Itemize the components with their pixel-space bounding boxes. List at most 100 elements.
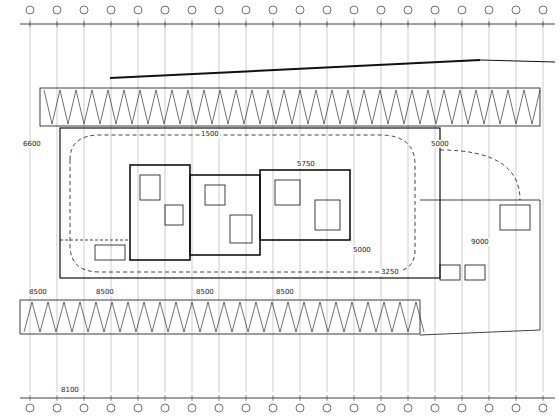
axis-bubble [80,404,88,412]
stall-line [360,302,368,332]
dimension-text: 1500 [200,130,220,138]
stall-line [416,302,424,332]
axis-bubble [323,404,331,412]
axis-bubble [377,404,385,412]
axis-line [246,18,247,392]
stall-line [524,90,532,124]
stall-line [48,302,56,332]
axis-bubble [26,404,34,412]
wall-line [60,240,130,241]
axis-bubble [458,404,466,412]
stair [230,215,252,243]
stall-line [264,302,272,332]
stall-line [280,302,288,332]
stall-line [388,90,396,124]
stall-line [40,302,48,332]
stall-line [116,90,124,124]
stall-line [356,90,364,124]
stall-line [124,90,132,124]
stall-line [44,90,52,124]
stall-line [268,90,276,124]
stall-line [208,302,216,332]
stall-line [188,90,196,124]
stall-line [180,90,188,124]
stall-line [516,90,524,124]
dimension-text: 8500 [95,288,115,296]
stall-line [220,90,228,124]
stall-line [492,90,500,124]
stall-line [168,302,176,332]
stall-line [400,302,408,332]
axis-bubble [296,404,304,412]
stall-line [52,90,60,124]
stall-line [468,90,476,124]
parking-row [20,300,420,334]
axis-bubble [404,404,412,412]
dimension-line [20,398,555,399]
axis-bubble [431,6,439,14]
axis-bubble [539,6,547,14]
axis-bubble [512,404,520,412]
axis-bubble [215,6,223,14]
core-wall [190,175,260,255]
axis-line [57,18,58,392]
axis-bubble [242,404,250,412]
stall-line [196,90,204,124]
stall-line [396,90,404,124]
stall-line [60,90,68,124]
axis-grid [30,18,543,401]
stall-line [104,302,112,332]
stall-line [372,90,380,124]
axis-bubble [242,6,250,14]
ramp-outline [420,200,540,335]
stall-line [380,90,388,124]
stall-line [164,90,172,124]
stall-line [436,90,444,124]
stall-line [412,90,420,124]
driveway [70,135,415,272]
stall-line [320,302,328,332]
axis-bubble [188,404,196,412]
stall-line [476,90,484,124]
stall-line [148,90,156,124]
stall-line [364,90,372,124]
stall-line [236,90,244,124]
stall-line [152,302,160,332]
room [275,180,300,205]
axis-bubble [404,6,412,14]
stall-line [304,302,312,332]
stall-line [156,90,164,124]
stall-line [64,302,72,332]
stall-line [120,302,128,332]
stall-line [80,302,88,332]
stall-line [128,302,136,332]
room [500,205,530,230]
stall-line [160,302,168,332]
parking-row [40,88,540,126]
stall-line [332,90,340,124]
stall-line [272,302,280,332]
stall-line [284,90,292,124]
stall-line [212,90,220,124]
dimension-text: 3250 [380,268,400,276]
axis-line [111,18,112,392]
stall-line [84,90,92,124]
stall-line [316,90,324,124]
dimension-text: 5000 [430,140,450,148]
stall-line [76,90,84,124]
dimension-text: 6600 [22,140,42,148]
stall-line [172,90,180,124]
axis-bubble [512,6,520,14]
stair [140,175,160,200]
driveway [440,150,520,200]
stall-line [256,302,264,332]
stall-line [324,90,332,124]
stall-line [384,302,392,332]
dimension-text: 5000 [352,246,372,254]
stall-line [24,302,32,332]
stall-line [144,302,152,332]
lift [205,185,225,205]
stall-line [204,90,212,124]
